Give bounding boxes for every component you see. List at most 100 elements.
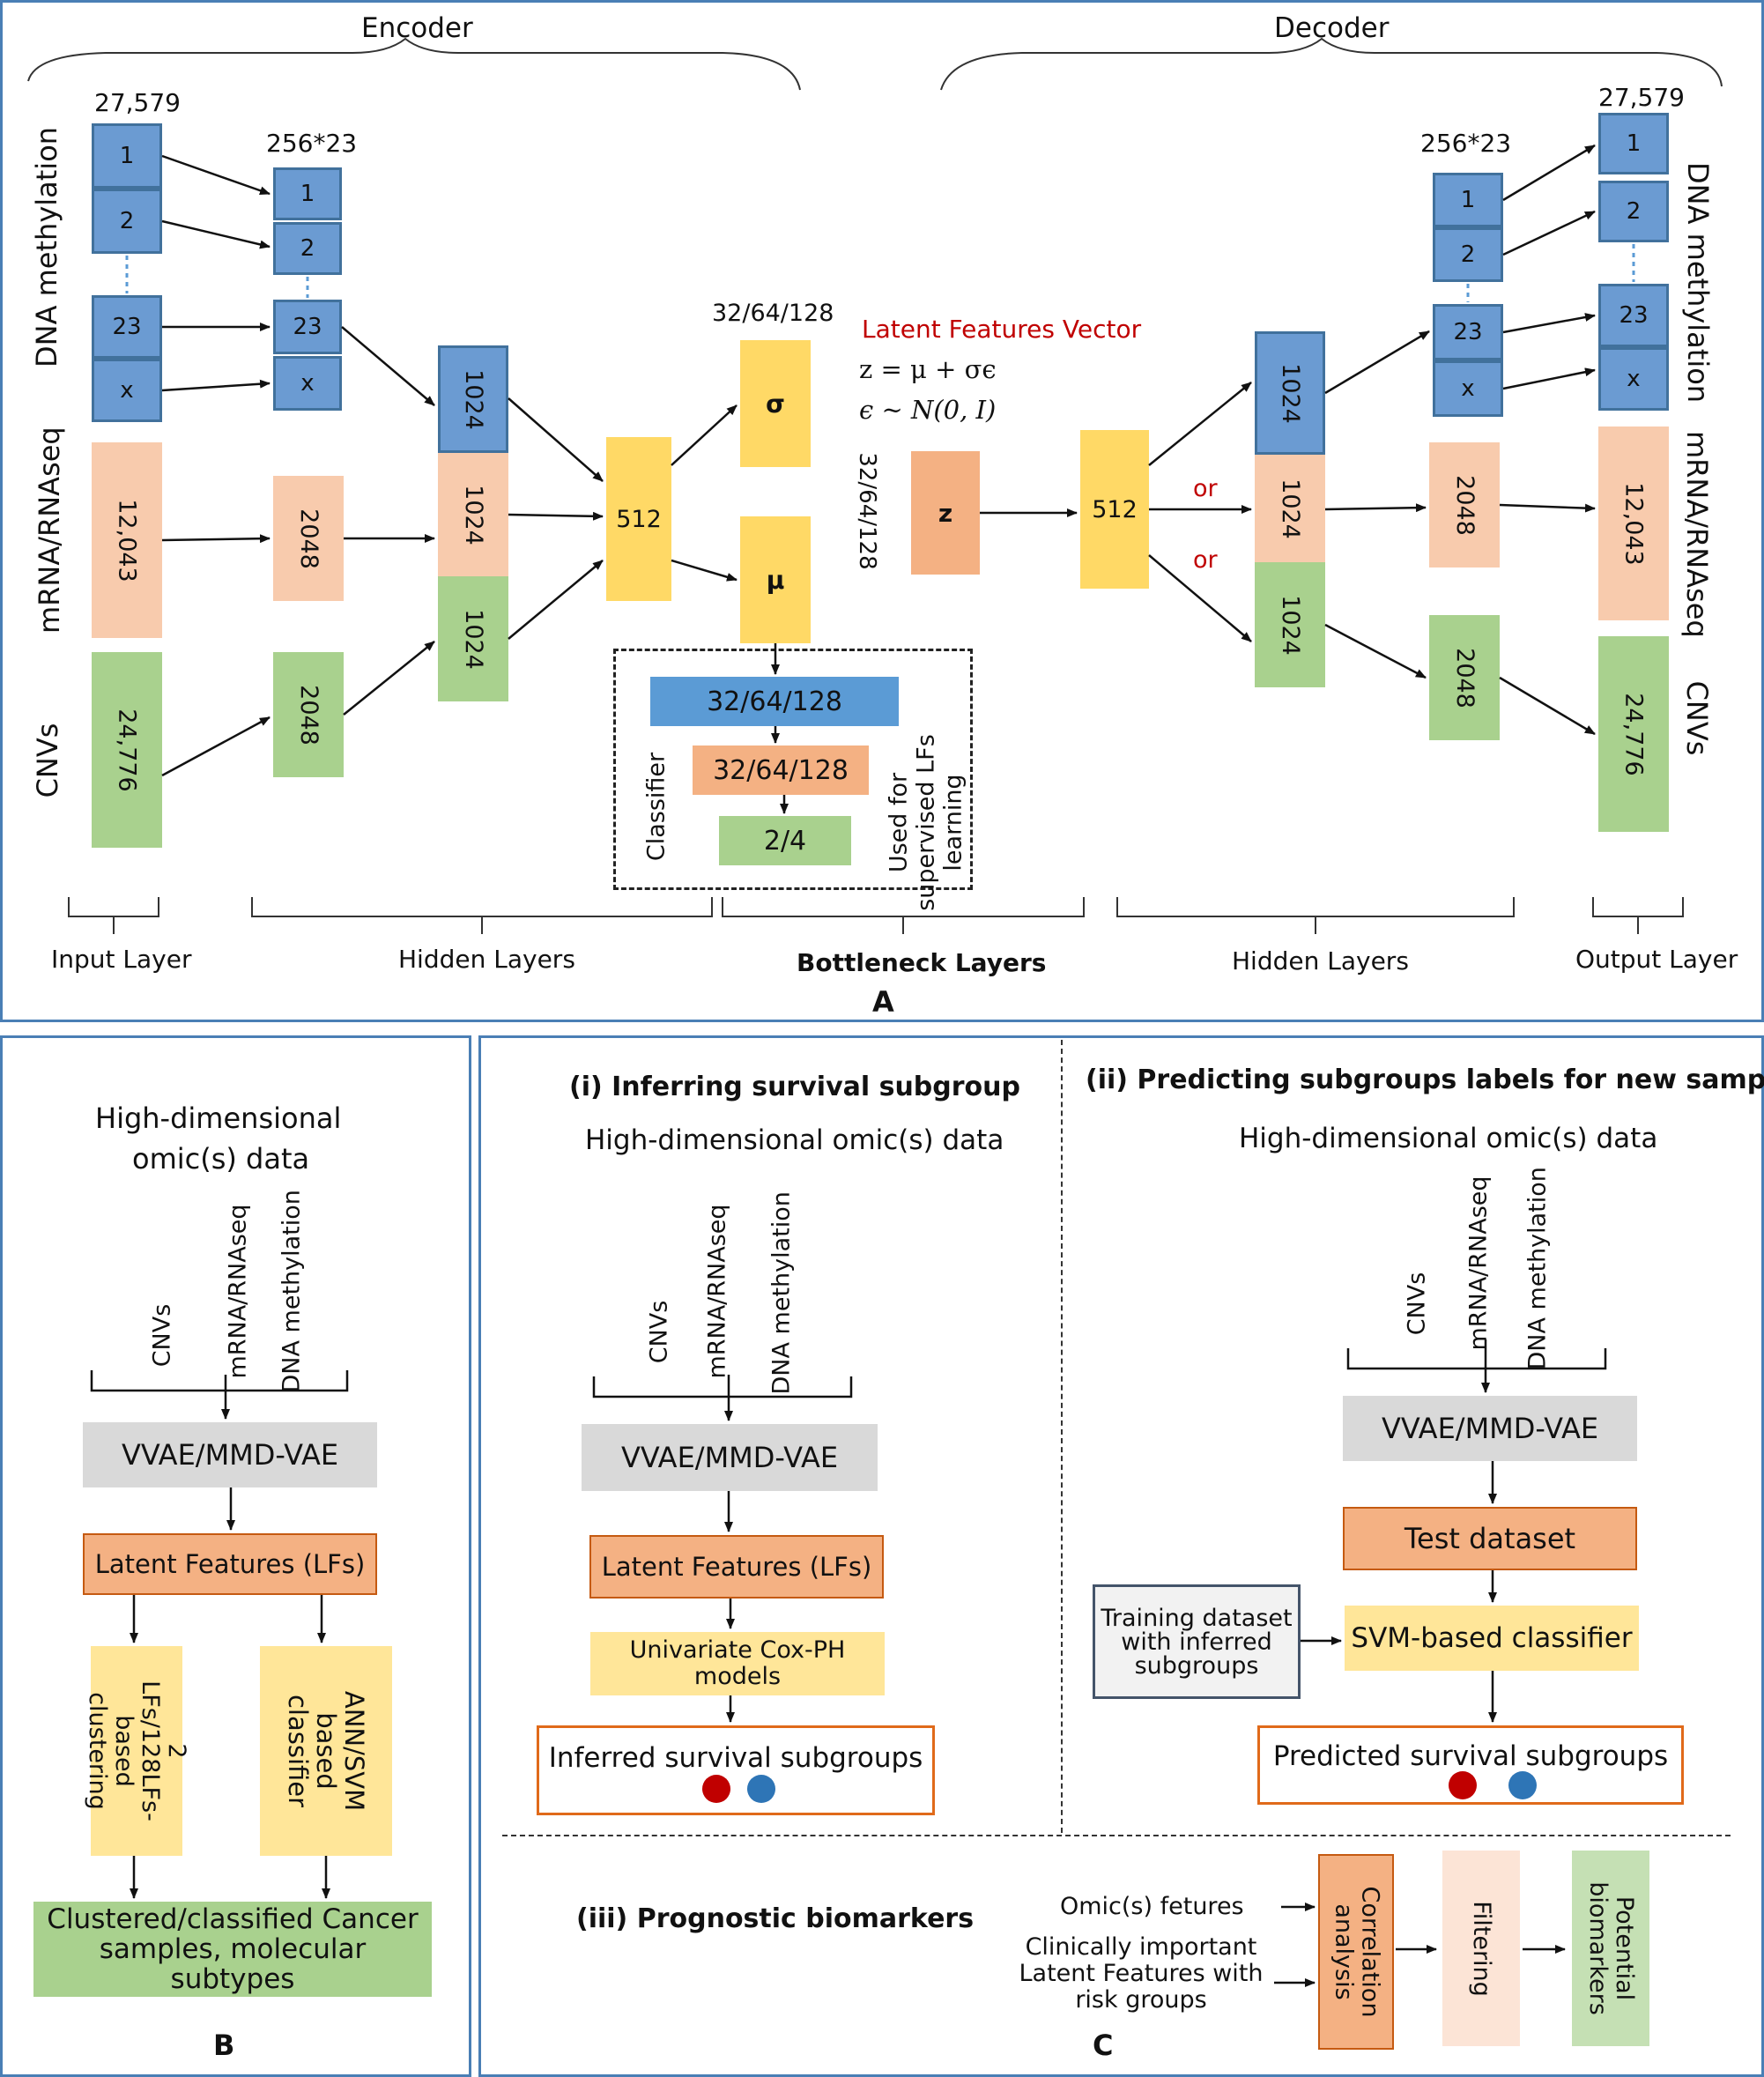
input-dna-box-2: 2 <box>92 189 162 254</box>
enc-dna-box-2: 2 <box>273 222 342 275</box>
dec-mrna-1024-size: 1024 <box>1276 478 1304 539</box>
dec-cnv-1024: 1024 <box>1255 562 1325 687</box>
dec-mrna-hidden-size: 2048 <box>1450 474 1479 536</box>
panel-b-omic-mrna: mRNA/RNAseq <box>224 1204 252 1379</box>
dec-dna-box-2: 2 <box>1433 227 1503 282</box>
input-cnv-box: 24,776 <box>92 652 162 848</box>
or-label-1: or <box>1193 475 1218 502</box>
enc-cnv-hidden: 2048 <box>273 652 344 777</box>
c-ii-training: Training dataset with inferred subgroups <box>1093 1584 1301 1699</box>
input-size-dna: 27,579 <box>94 88 181 117</box>
out-dna-box-23: 23 <box>1598 284 1669 347</box>
panel-b-clustering-text: 2 LFs/128LFs-based clustering <box>84 1680 190 1821</box>
c-i-result: Inferred survival subgroups <box>537 1725 935 1815</box>
z-box: z <box>911 451 980 575</box>
classifier-layer-3: 2/4 <box>719 816 851 865</box>
enc-mrna-hidden-size: 2048 <box>294 508 322 569</box>
mrna-label-left: mRNA/RNAseq <box>33 427 66 634</box>
input-layer-label: Input Layer <box>51 945 192 974</box>
enc-dna-box-x: x <box>273 356 342 411</box>
c-ii-omic-cnv: CNVs <box>1403 1272 1431 1336</box>
enc-mrna-1024: 1024 <box>438 453 508 576</box>
c-ii-result: Predicted survival subgroups <box>1257 1725 1684 1805</box>
enc-512: 512 <box>606 437 671 601</box>
enc-cnv-1024-size: 1024 <box>459 608 487 670</box>
c-ii-model: VVAE/MMD-VAE <box>1343 1396 1637 1461</box>
c-vertical-divider <box>1061 1040 1063 1833</box>
hidden-size-dna: 256*23 <box>266 129 358 158</box>
c-iii-corr: Correlation analysis <box>1318 1854 1394 2050</box>
sigma-box: σ <box>740 340 811 467</box>
c-ii-omic-dna: DNA methylation <box>1523 1167 1552 1370</box>
dec-dna-1024-size: 1024 <box>1276 362 1304 424</box>
output-size-dna: 27,579 <box>1598 83 1685 112</box>
enc-cnv-1024: 1024 <box>438 576 508 701</box>
c-ii-test: Test dataset <box>1343 1507 1637 1570</box>
enc-cnv-hidden-size: 2048 <box>294 684 322 745</box>
panel-b-result: Clustered/classified Cancer samples, mol… <box>33 1902 432 1997</box>
panel-b-classifier: ANN/SVM based classifier <box>260 1646 392 1856</box>
input-mrna-box: 12,043 <box>92 442 162 638</box>
c-iii-potential-text: Potential biomarkers <box>1584 1881 1638 2015</box>
used-for-label: Used for supervised LFs learning <box>869 734 983 911</box>
dec-dna-box-23: 23 <box>1433 304 1503 360</box>
latent-features-title: Latent Features Vector <box>862 315 1142 344</box>
enc-dna-1024: 1024 <box>438 345 508 453</box>
panel-b-model: VVAE/MMD-VAE <box>83 1422 377 1487</box>
or-label-2: or <box>1193 546 1218 574</box>
cnvs-label-left: CNVs <box>31 723 64 798</box>
c-ii-omic-mrna: mRNA/RNAseq <box>1464 1176 1493 1351</box>
out-dna-box-x: x <box>1598 347 1669 411</box>
c-i-omic-mrna: mRNA/RNAseq <box>703 1204 731 1379</box>
enc-dna-box-23: 23 <box>273 300 342 354</box>
bottleneck-size-label: 32/64/128 <box>712 300 834 327</box>
c-ii-title: (ii) Predicting subgroups labels for new… <box>1086 1064 1764 1095</box>
mrna-label-right: mRNA/RNAseq <box>1680 431 1714 638</box>
c-i-omic-cnv: CNVs <box>645 1300 673 1364</box>
c-ii-result-text: Predicted survival subgroups <box>1272 1740 1669 1772</box>
c-i-title: (i) Inferring survival subgroup <box>569 1072 1020 1102</box>
dec-cnv-hidden-size: 2048 <box>1450 647 1479 708</box>
input-dna-box-1: 1 <box>92 123 162 189</box>
panel-b-letter: B <box>213 2029 235 2062</box>
panel-b-title-2: omic(s) data <box>132 1142 310 1176</box>
out-cnv-box: 24,776 <box>1598 636 1669 832</box>
output-layer-label: Output Layer <box>1575 945 1738 974</box>
classifier-layer-1: 32/64/128 <box>650 677 899 726</box>
panel-b <box>0 1035 471 2077</box>
c-horizontal-divider <box>502 1835 1731 1836</box>
panel-b-omic-dna: DNA methylation <box>278 1190 306 1393</box>
dna-methylation-label-right: DNA methylation <box>1681 162 1715 404</box>
dec-512: 512 <box>1080 430 1149 589</box>
dna-methylation-label-left: DNA methylation <box>30 126 63 367</box>
z-size-label: 32/64/128 <box>854 452 880 570</box>
cnvs-label-right: CNVs <box>1680 680 1714 756</box>
c-i-result-text: Inferred survival subgroups <box>548 1742 923 1774</box>
enc-dna-1024-size: 1024 <box>459 368 487 430</box>
bottleneck-layers-label: Bottleneck Layers <box>797 948 1047 977</box>
panel-b-clustering: 2 LFs/128LFs-based clustering <box>84 1646 190 1856</box>
input-cnv-size: 24,776 <box>113 708 141 792</box>
hidden-layers-enc-label: Hidden Layers <box>398 945 575 974</box>
mu-box: μ <box>740 516 811 643</box>
out-dna-box-1: 1 <box>1598 113 1669 174</box>
panel-b-omic-cnv: CNVs <box>148 1303 176 1368</box>
out-mrna-box: 12,043 <box>1598 427 1669 620</box>
hidden-layers-dec-label: Hidden Layers <box>1232 946 1409 975</box>
enc-dna-box-1: 1 <box>273 167 342 220</box>
panel-b-title-1: High-dimensional <box>95 1102 342 1135</box>
panel-b-classifier-text: ANN/SVM based classifier <box>283 1690 369 1812</box>
out-dna-box-2: 2 <box>1598 181 1669 242</box>
decoder-label: Decoder <box>1274 12 1390 44</box>
dec-hidden-size-dna: 256*23 <box>1420 129 1512 158</box>
c-i-omic-dna: DNA methylation <box>767 1191 796 1395</box>
encoder-label: Encoder <box>361 12 473 44</box>
used-for-text: Used for supervised LFs learning <box>885 734 967 911</box>
classifier-dashed-box <box>613 649 973 890</box>
dec-mrna-hidden: 2048 <box>1429 442 1500 567</box>
c-iii-filter-text: Filtering <box>1467 1900 1495 1997</box>
classifier-label: Classifier <box>642 752 671 862</box>
c-iii-input-2: Clinically important Latent Features wit… <box>1019 1933 1264 2014</box>
c-iii-filter: Filtering <box>1442 1851 1520 2046</box>
latent-eq-2: ϵ ~ N(0, I) <box>859 395 997 425</box>
